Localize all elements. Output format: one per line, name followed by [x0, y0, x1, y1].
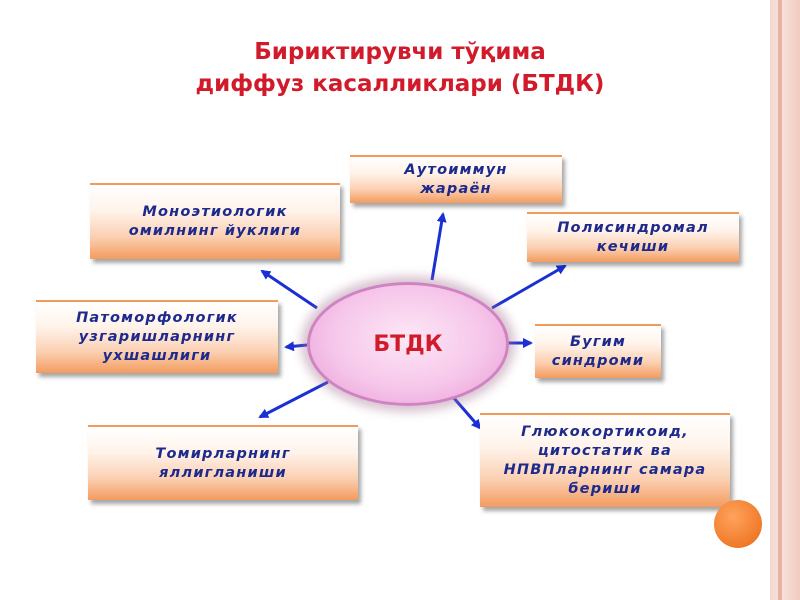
center-node-label: БТДК	[373, 331, 443, 357]
node-monoetiologic: Моноэтиологик омилнинг йуклиги	[90, 183, 340, 259]
slide-title: Бириктирувчи тўқима диффуз касалликлари …	[150, 36, 650, 100]
node-polysyndromal-label: Полисиндромал кечиши	[557, 220, 709, 255]
decorative-orange-circle	[714, 500, 762, 548]
frame-stripe	[778, 0, 782, 600]
arrow-to-vascular	[258, 380, 329, 419]
node-glucocorticoid: Глюкокортикоид, цитостатик ва НПВПларнин…	[480, 413, 730, 507]
title-line-2: диффуз касалликлари (БТДК)	[195, 71, 605, 97]
node-joint-syndrome-label: Бугим синдроми	[551, 334, 645, 369]
node-glucocorticoid-label: Глюкокортикоид, цитостатик ва НПВПларнин…	[503, 424, 707, 497]
node-autoimmune: Аутоиммун жараён	[350, 155, 562, 203]
title-line-1: Бириктирувчи тўқима	[254, 39, 546, 65]
node-autoimmune-label: Аутоиммун жараён	[404, 162, 508, 197]
node-pathomorphologic: Патоморфологик узгаришларнинг ухшашлиги	[36, 300, 278, 373]
node-vascular-label: Томирларнинг яллигланиши	[155, 445, 291, 481]
center-node: БТДК	[307, 282, 509, 406]
arrow-to-autoimmune	[430, 212, 447, 281]
arrow-to-glucocorticoid	[451, 396, 482, 430]
node-monoetiologic-label: Моноэтиологик омилнинг йуклиги	[128, 204, 302, 239]
node-polysyndromal: Полисиндромал кечиши	[527, 212, 739, 262]
node-joint-syndrome: Бугим синдроми	[535, 324, 661, 378]
node-vascular: Томирларнинг яллигланиши	[88, 425, 358, 500]
slide-frame-right	[770, 0, 800, 600]
arrow-to-polysyndromal	[491, 264, 567, 310]
arrow-to-pathomorphologic	[284, 341, 308, 352]
arrow-to-monoetiologic	[260, 269, 318, 310]
node-pathomorphologic-label: Патоморфологик узгаришларнинг ухшашлиги	[76, 310, 238, 364]
